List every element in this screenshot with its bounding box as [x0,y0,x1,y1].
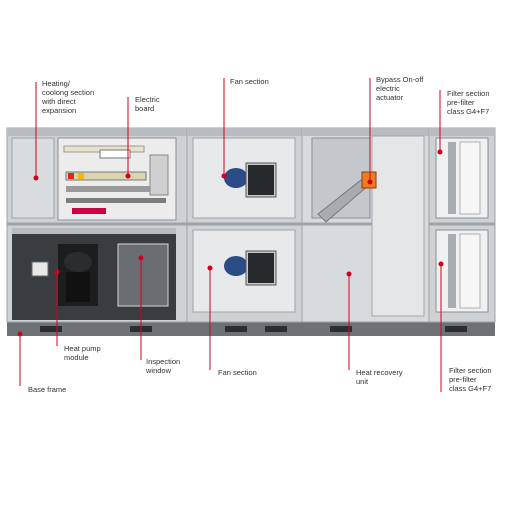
fan-module [186,127,303,323]
leader-lines [17,78,444,392]
electric-board-icon [63,145,169,214]
inspection-window [117,243,169,307]
filter-icon [435,229,489,313]
compressor-icon [58,244,98,306]
fan-motor-icon [224,250,277,286]
heat-recovery-module [301,127,430,323]
label-fan-section-bottom: Fan section [218,368,257,377]
label-filter-top: Filter section pre-filter class G4+F7 [447,89,490,116]
label-inspection-window: Inspection window [146,357,181,375]
filter-icon [435,137,489,219]
left-module [6,127,188,323]
label-heating-cooling: Heating/ coolong section with direct exp… [42,79,95,115]
fan-motor-icon [224,162,277,198]
label-heat-pump: Heat pump module [64,344,101,362]
label-base-frame: Base frame [28,385,67,394]
label-bypass: Bypass On-off electric actuator [376,75,424,102]
base-frame [7,322,495,336]
label-fan-section-top: Fan section [230,77,269,86]
label-heat-recovery: Heat recovery unit [356,368,403,386]
label-filter-bottom: Filter section pre-filter class G4+F7 [449,366,492,393]
heating-cooling-panel [11,137,55,219]
filter-module [428,127,496,323]
label-electric-board: Electric board [135,95,160,113]
